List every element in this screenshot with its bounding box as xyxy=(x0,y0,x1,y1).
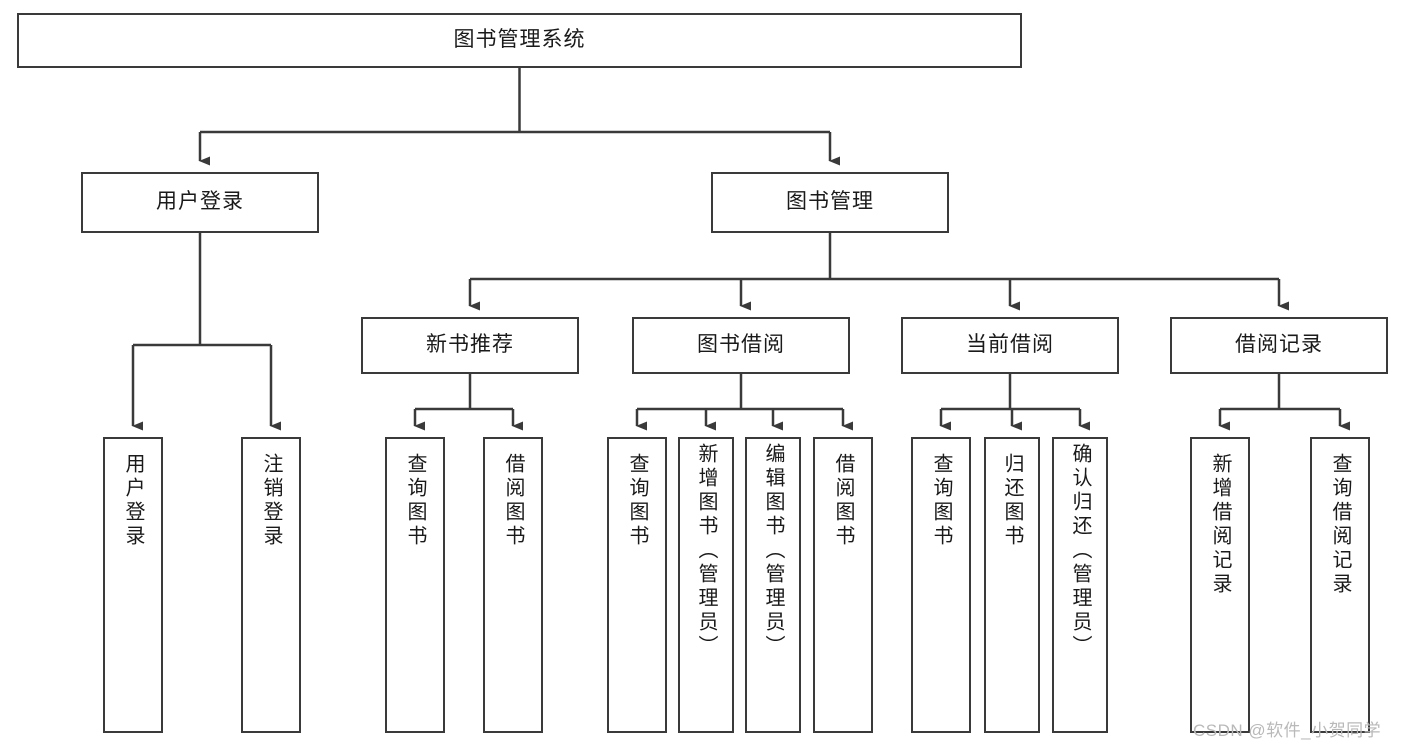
node-borrow-record-label: 借阅记录 xyxy=(1235,333,1323,357)
node-leaf-user-login[interactable]: 用户登录 xyxy=(103,437,163,733)
node-borrow-record[interactable]: 借阅记录 xyxy=(1170,317,1388,374)
node-root[interactable]: 图书管理系统 xyxy=(17,13,1022,68)
node-leaf-user-login-label: 用户登录 xyxy=(122,453,144,549)
node-book-manage[interactable]: 图书管理 xyxy=(711,172,949,233)
csdn-watermark: CSDN @软件_小贺同学 xyxy=(1193,721,1382,740)
node-leaf-add-book-label: 新增图书（管理员） xyxy=(695,443,717,659)
node-leaf-logout[interactable]: 注销登录 xyxy=(241,437,301,733)
node-leaf-borrow-book-1[interactable]: 借阅图书 xyxy=(483,437,543,733)
node-leaf-confirm-return[interactable]: 确认归还（管理员） xyxy=(1052,437,1108,733)
node-leaf-borrow-book-2-label: 借阅图书 xyxy=(832,453,854,549)
node-leaf-edit-book-label: 编辑图书（管理员） xyxy=(762,443,784,659)
node-book-borrow[interactable]: 图书借阅 xyxy=(632,317,850,374)
node-leaf-query-book-3-label: 查询图书 xyxy=(930,453,952,549)
node-current-borrow-label: 当前借阅 xyxy=(966,333,1054,357)
node-leaf-edit-book[interactable]: 编辑图书（管理员） xyxy=(745,437,801,733)
node-root-label: 图书管理系统 xyxy=(453,28,586,52)
node-book-borrow-label: 图书借阅 xyxy=(697,333,785,357)
node-leaf-add-book[interactable]: 新增图书（管理员） xyxy=(678,437,734,733)
node-leaf-query-record[interactable]: 查询借阅记录 xyxy=(1310,437,1370,733)
node-user-login[interactable]: 用户登录 xyxy=(81,172,319,233)
node-leaf-add-record[interactable]: 新增借阅记录 xyxy=(1190,437,1250,733)
node-leaf-return-book-label: 归还图书 xyxy=(1001,453,1023,549)
node-current-borrow[interactable]: 当前借阅 xyxy=(901,317,1119,374)
node-new-book-rec-label: 新书推荐 xyxy=(426,333,514,357)
node-user-login-label: 用户登录 xyxy=(156,190,244,214)
node-leaf-query-record-label: 查询借阅记录 xyxy=(1329,453,1351,597)
node-leaf-query-book-1[interactable]: 查询图书 xyxy=(385,437,445,733)
node-book-manage-label: 图书管理 xyxy=(786,190,874,214)
node-leaf-query-book-2[interactable]: 查询图书 xyxy=(607,437,667,733)
node-leaf-query-book-2-label: 查询图书 xyxy=(626,453,648,549)
node-leaf-borrow-book-2[interactable]: 借阅图书 xyxy=(813,437,873,733)
node-leaf-borrow-book-1-label: 借阅图书 xyxy=(502,453,524,549)
node-leaf-query-book-3[interactable]: 查询图书 xyxy=(911,437,971,733)
node-leaf-query-book-1-label: 查询图书 xyxy=(404,453,426,549)
node-leaf-confirm-return-label: 确认归还（管理员） xyxy=(1069,443,1091,659)
node-leaf-logout-label: 注销登录 xyxy=(260,453,282,549)
node-new-book-rec[interactable]: 新书推荐 xyxy=(361,317,579,374)
node-leaf-add-record-label: 新增借阅记录 xyxy=(1209,453,1231,597)
node-leaf-return-book[interactable]: 归还图书 xyxy=(984,437,1040,733)
